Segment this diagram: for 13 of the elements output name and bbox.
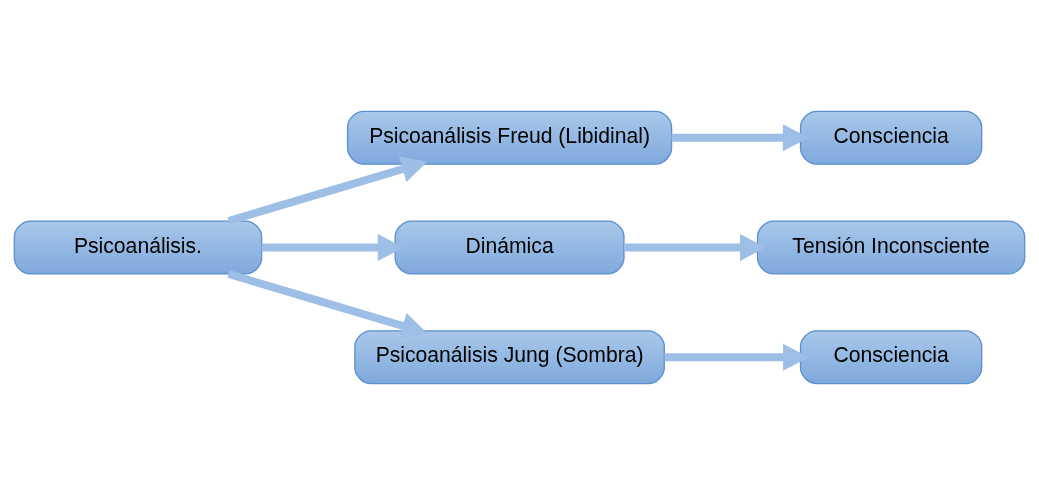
node-box: Dinámica: [394, 220, 625, 275]
arrow: [227, 156, 428, 225]
node-box: Psicoanálisis Freud (Libidinal): [346, 110, 673, 165]
arrow: [671, 124, 809, 152]
node-box: Tensión Inconsciente: [756, 220, 1026, 275]
arrow: [261, 234, 404, 261]
node-box: Consciencia: [799, 330, 983, 385]
node-box: Psicoanálisis.: [13, 220, 263, 275]
node-box: Psicoanálisis Jung (Sombra): [354, 330, 665, 385]
arrow: [227, 270, 428, 339]
arrow: [664, 343, 809, 371]
node-box: Consciencia: [799, 110, 983, 165]
arrow: [624, 234, 766, 261]
